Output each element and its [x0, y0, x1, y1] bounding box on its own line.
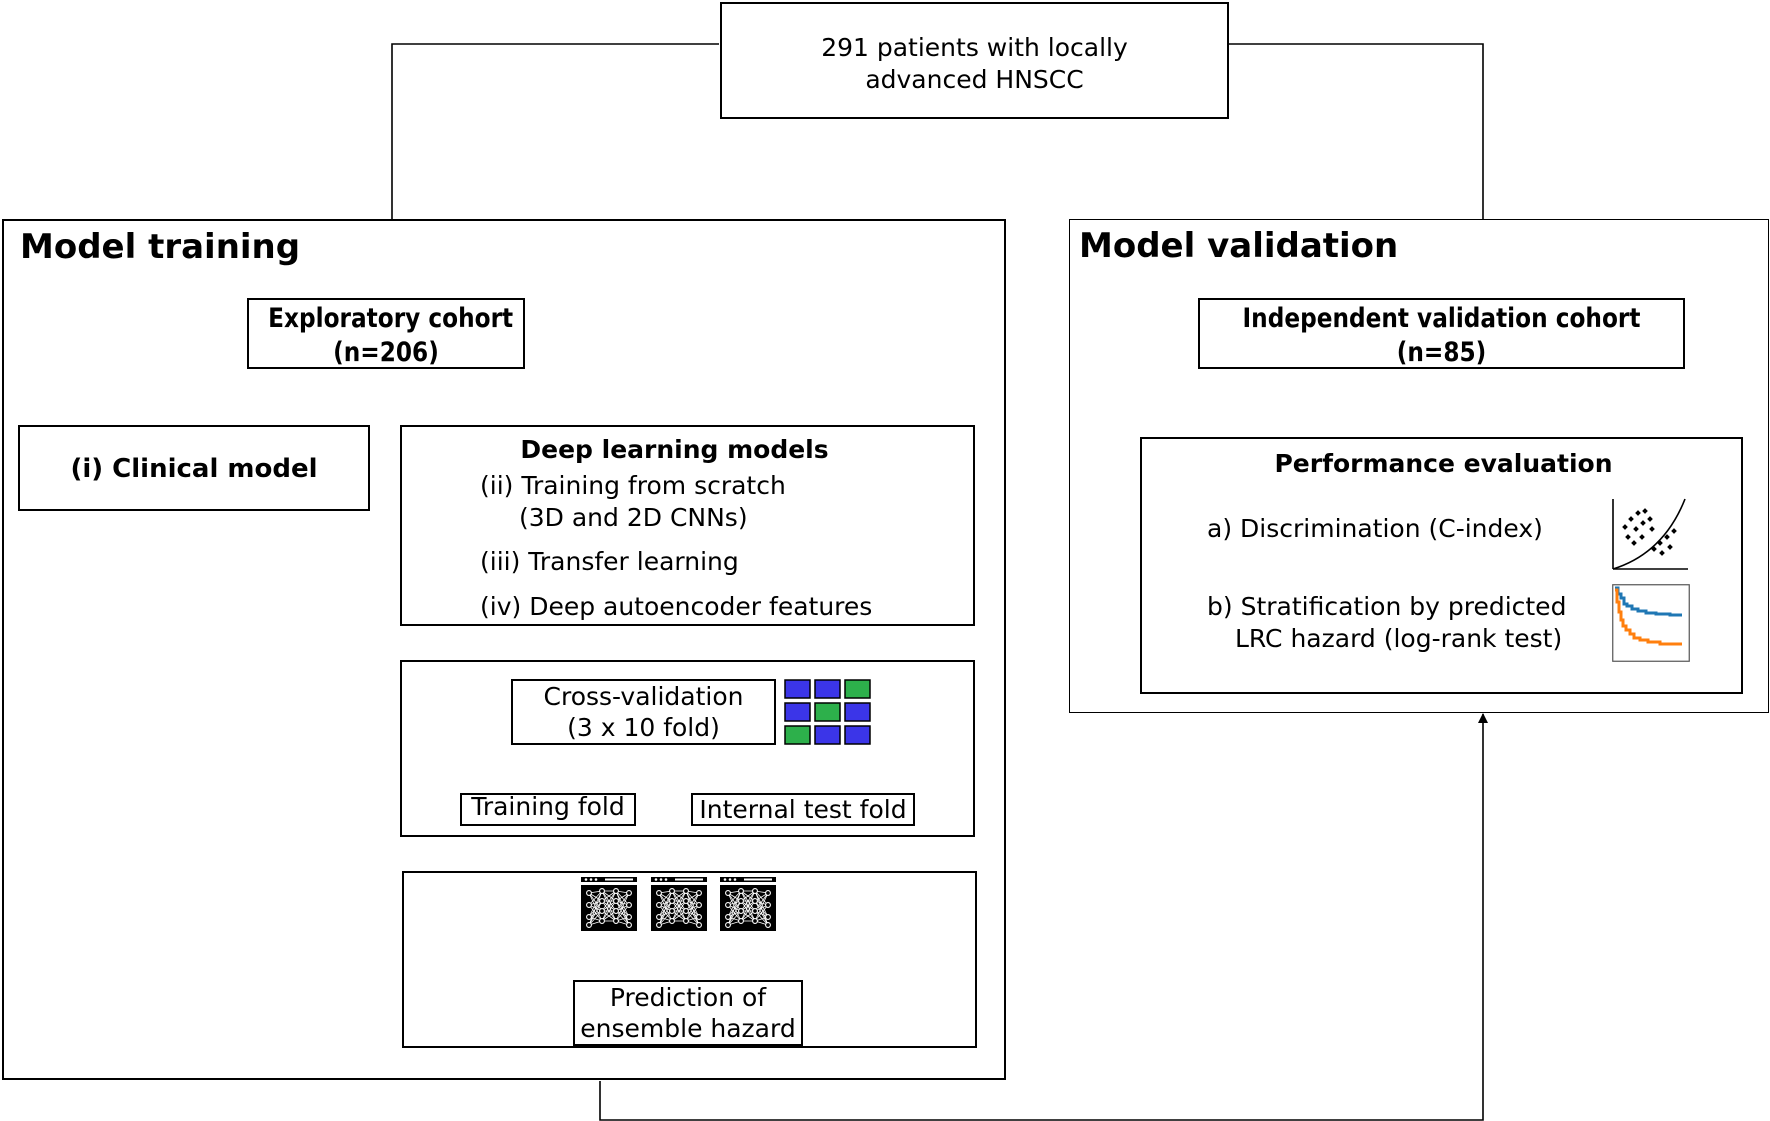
clinical-model-label: (i) Clinical model: [70, 454, 318, 484]
scatter-plot-icon: [1612, 498, 1688, 570]
validation-cohort-box: Independent validation cohort (n=85): [1198, 298, 1685, 369]
clinical-model-box: (i) Clinical model: [18, 425, 370, 511]
neural-network-icon: [581, 877, 637, 931]
training-fold-box: Training fold: [460, 792, 636, 826]
fold-cell: [844, 679, 871, 699]
fold-cell: [784, 725, 811, 745]
exploratory-cohort-box: Exploratory cohort (n=206): [247, 298, 525, 369]
validation-cohort-line1: Independent validation cohort: [1242, 303, 1641, 334]
cross-validation-box: Cross-validation (3 x 10 fold): [511, 679, 776, 745]
prediction-line1: Prediction of: [609, 983, 767, 1012]
fold-cell: [844, 702, 871, 722]
patients-box: 291 patients with locally advanced HNSCC: [720, 2, 1229, 119]
cv-line2: (3 x 10 fold): [567, 713, 720, 742]
fold-cell: [814, 679, 841, 699]
deep-item-3: (iv) Deep autoencoder features: [480, 592, 873, 621]
fold-cell: [784, 679, 811, 699]
fold-cell: [814, 725, 841, 745]
patients-line1: 291 patients with locally: [821, 33, 1128, 62]
fold-cell: [844, 725, 871, 745]
fold-cell: [814, 702, 841, 722]
neural-network-icon: [651, 877, 707, 931]
model-training-title: Model training: [20, 227, 301, 267]
model-validation-title: Model validation: [1079, 226, 1399, 266]
exploratory-line2: (n=206): [333, 337, 439, 368]
deep-learning-title: Deep learning models: [520, 435, 829, 464]
deep-learning-box: Deep learning models (ii) Training from …: [400, 425, 975, 626]
internal-test-fold-box: Internal test fold: [691, 793, 915, 826]
arrow-training-to-validation: [599, 713, 1488, 1121]
deep-item-1b: (3D and 2D CNNs): [519, 503, 748, 532]
performance-item-a: a) Discrimination (C-index): [1207, 514, 1543, 543]
training-fold-label: Training fold: [471, 792, 625, 821]
fold-cell: [784, 702, 811, 722]
arrow-top-to-exploratory: [387, 43, 719, 299]
survival-curve-icon: [1612, 584, 1690, 662]
deep-item-2: (iii) Transfer learning: [480, 547, 739, 576]
performance-item-b1: b) Stratification by predicted: [1207, 592, 1567, 621]
prediction-line2: ensemble hazard: [580, 1014, 796, 1043]
performance-title: Performance evaluation: [1274, 449, 1613, 478]
exploratory-line1: Exploratory cohort: [268, 303, 514, 334]
validation-cohort-line2: (n=85): [1396, 337, 1487, 368]
internal-test-fold-label: Internal test fold: [699, 795, 907, 824]
deep-item-1a: (ii) Training from scratch: [480, 471, 786, 500]
performance-item-b2: LRC hazard (log-rank test): [1235, 624, 1563, 653]
cv-line1: Cross-validation: [543, 682, 744, 711]
neural-network-icon: [720, 877, 776, 931]
arrow-top-to-validation: [1229, 43, 1488, 299]
fold-grid-icon: [784, 679, 874, 747]
prediction-box: Prediction of ensemble hazard: [573, 980, 803, 1046]
patients-line2: advanced HNSCC: [865, 65, 1084, 94]
